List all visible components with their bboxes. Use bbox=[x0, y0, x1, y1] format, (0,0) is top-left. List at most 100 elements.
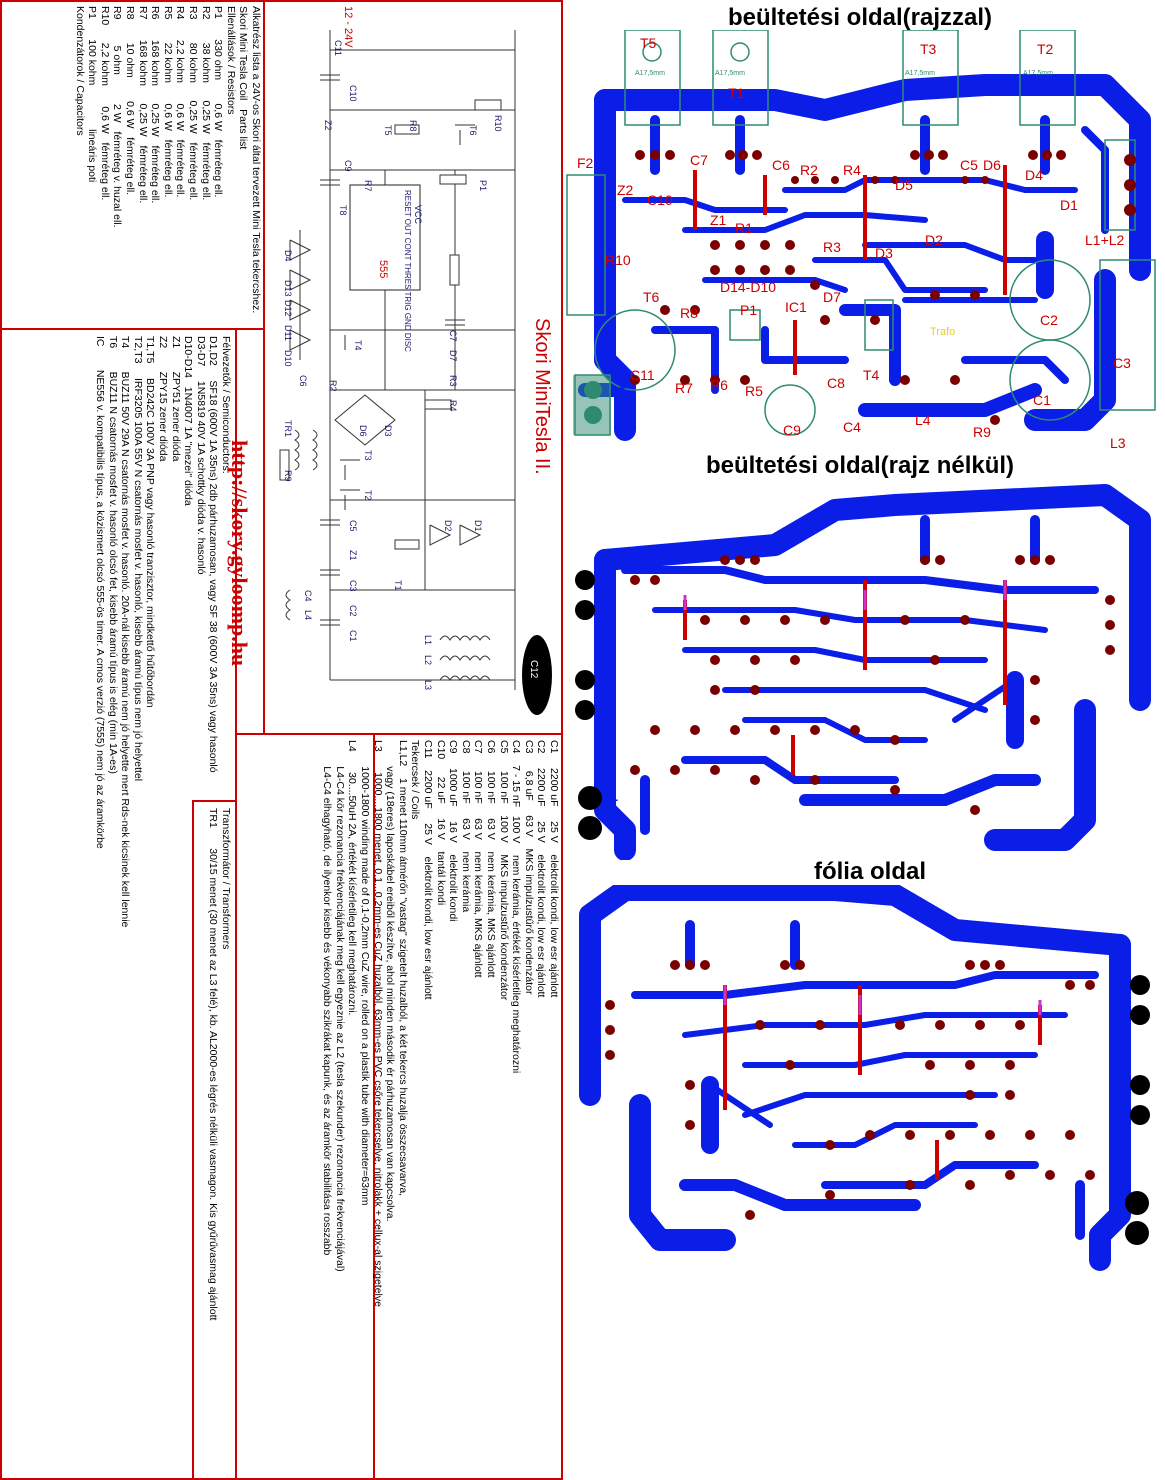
pcb-label-d6: D6 bbox=[983, 157, 1001, 173]
pcb-label-t1: T1 bbox=[728, 85, 745, 101]
label-d2: D2 bbox=[443, 520, 453, 532]
semis-row: Z1 ZPY51 zener dióda bbox=[169, 336, 182, 462]
cap-row: C5 100 nF 100 V MKS impulzustűrő kondenz… bbox=[497, 740, 510, 1001]
semis-row: IC NE556 v. kompatibilis típus, a közism… bbox=[94, 336, 107, 849]
semis-row: Z2 ZPY15 zener dióda bbox=[157, 336, 170, 462]
pcb-label-f2: F2 bbox=[577, 155, 594, 171]
pcb-label-t3: T3 bbox=[920, 41, 937, 57]
pcb-label-c1: C1 bbox=[1033, 392, 1051, 408]
pcb-title-with-drawing: beültetési oldal(rajzzal) bbox=[727, 4, 993, 31]
label-t1: T1 bbox=[393, 580, 403, 591]
resistors-title: Ellenállások / Resistors bbox=[224, 6, 237, 115]
pcb-label-c6: C6 bbox=[772, 157, 790, 173]
pcb-label-c4: C4 bbox=[843, 419, 861, 435]
pcb-label-c2: C2 bbox=[1040, 312, 1058, 328]
pcb-label-trafo: Trafo bbox=[930, 326, 955, 338]
label-t4: T4 bbox=[353, 340, 363, 351]
label-l2: L2 bbox=[423, 655, 433, 665]
label-d10: D10 bbox=[283, 350, 293, 367]
pcb-label-d14-d10: D14-D10 bbox=[720, 279, 776, 295]
heatsink-note-t2: A17,5mm bbox=[1023, 70, 1053, 77]
parts-list-header: Alkatrész lista a 24V-os Skori által ter… bbox=[73, 6, 262, 313]
label-d13: D13 bbox=[283, 280, 293, 297]
schematic-url: http://skory.gyloomp.hu bbox=[227, 440, 252, 667]
semis-row: T2,T3 IRF3205 100A 55V N csatornás mosfe… bbox=[131, 336, 144, 782]
coils-title: Tekercsek / Coils bbox=[409, 740, 422, 820]
pcb-label-r8: R8 bbox=[680, 305, 698, 321]
transformer-frame bbox=[192, 800, 237, 1480]
coil-row: vagy (18eres) laposkábel ereiből készítv… bbox=[384, 740, 397, 1222]
pcb-label-d3: D3 bbox=[875, 245, 893, 261]
pcb2-minus: - bbox=[610, 819, 615, 835]
pcb-label-t4: T4 bbox=[863, 367, 880, 383]
pcb-label-r3: R3 bbox=[823, 239, 841, 255]
label-t5: T5 bbox=[383, 125, 393, 136]
transformer-list: Transzformátor / Transformers TR1 30/15 … bbox=[207, 808, 232, 1320]
label-t8: T8 bbox=[338, 205, 348, 216]
pcb-label-r10: R10 bbox=[605, 252, 631, 268]
cap-row: C1 2200 uF 25 V elektrolit kondi, low es… bbox=[548, 740, 560, 998]
cap-row: C2 2200 uF 25 V elektrolit kondi, low es… bbox=[535, 740, 548, 998]
pcb-label-r4: R4 bbox=[843, 162, 861, 178]
pcb-label-r6: R6 bbox=[710, 377, 728, 393]
pcb-component-side-drawing: + - T5 T1 T3 T2 F2 C7 C6 R2 R4 C5 D6 D4 … bbox=[566, 30, 1156, 450]
pcb-label-r5: R5 bbox=[745, 383, 763, 399]
label-d6: D6 bbox=[358, 425, 368, 437]
pcb-label-p1: P1 bbox=[740, 302, 757, 318]
pcb-pads bbox=[630, 150, 1136, 425]
pcb-label-d1: D1 bbox=[1060, 197, 1078, 213]
pcb-label-ic1: IC1 bbox=[785, 299, 807, 315]
resistor-row: R6 168 kohm 0,25 W fémréteg ell. bbox=[149, 6, 162, 204]
label-d1: D1 bbox=[473, 520, 483, 532]
resistor-row: R10 2,2 kohm 0,6 W fémréteg ell. bbox=[98, 6, 111, 201]
pcb-label-l3: L3 bbox=[1110, 435, 1126, 450]
label-z1: Z1 bbox=[348, 550, 358, 561]
resistor-row: R5 22 kohm 0,6 W fémréteg ell. bbox=[161, 6, 174, 198]
heatsink-note-t3: A17,5mm bbox=[905, 70, 935, 77]
header-line-1: Alkatrész lista a 24V-os Skori által ter… bbox=[250, 6, 262, 314]
pcb-title-without-drawing: beültetési oldal(rajz nélkül) bbox=[705, 452, 1015, 479]
semis-row: T4 BUZ11 50V 29A N csatornás mosfet v. h… bbox=[119, 336, 132, 928]
pcb2-plus: + bbox=[610, 792, 618, 808]
pcb-label-z2: Z2 bbox=[617, 182, 634, 198]
pcb-label-r2: R2 bbox=[800, 162, 818, 178]
pcb-component-side-plain: + - bbox=[575, 484, 1151, 860]
resistor-row: R9 5 ohm 2 W fémréteg v. huzal ell. bbox=[111, 6, 124, 228]
label-z2: Z2 bbox=[323, 120, 333, 131]
pcb-label-r7: R7 bbox=[675, 380, 693, 396]
transformer-title: Transzformátor / Transformers bbox=[220, 808, 232, 950]
resistor-row: R8 10 ohm 0,6 W fémréteg ell. bbox=[124, 6, 137, 196]
coil-row: 1000-1800 winding made of 0,1-0,2mm CuZ … bbox=[359, 740, 372, 1206]
semis-row: D10-D14 1N4007 1A "mezei" dióda bbox=[182, 336, 195, 506]
label-t2: T2 bbox=[363, 490, 373, 501]
pcb-label-t2: T2 bbox=[1037, 41, 1054, 57]
label-r4: R4 bbox=[448, 400, 458, 412]
pcb-label-r9: R9 bbox=[973, 424, 991, 440]
label-c4: C4 bbox=[303, 590, 313, 602]
pcb-label-c9: C9 bbox=[783, 422, 801, 438]
pcb-label-l1l2: L1+L2 bbox=[1085, 232, 1125, 248]
pcb-label-c10: C10 bbox=[647, 192, 673, 208]
caps-coils-list: C1 2200 uF 25 V elektrolit kondi, low es… bbox=[321, 740, 560, 1307]
semis-row: T1,T5 BD242C 100V 3A PNP vagy hasonló tr… bbox=[144, 336, 157, 708]
pcb3-plus: + bbox=[1111, 1197, 1119, 1213]
label-c2: C2 bbox=[348, 605, 358, 617]
ic-vcc-label: VCC bbox=[413, 205, 423, 225]
label-d7: D7 bbox=[448, 350, 458, 362]
label-t3: T3 bbox=[363, 450, 373, 461]
resistor-row: R3 80 kohm 0,25 W fémréteg ell. bbox=[187, 6, 200, 201]
label-c11: C11 bbox=[333, 40, 343, 56]
cap-row: C9 1000 uF 16 V elektrolit kondi bbox=[447, 740, 460, 922]
label-c5: C5 bbox=[348, 520, 358, 532]
label-c6: C6 bbox=[298, 375, 308, 387]
pcb-label-c5: C5 bbox=[960, 157, 978, 173]
pcb-label-c8: C8 bbox=[827, 375, 845, 391]
semis-row: T6 BUZ11 N csatornás mosfet v. hasonló o… bbox=[106, 336, 119, 774]
label-d3: D3 bbox=[383, 425, 393, 437]
label-d12: D12 bbox=[283, 300, 293, 317]
pcb-label-d2: D2 bbox=[925, 232, 943, 248]
pcb1-minus: - bbox=[617, 405, 622, 421]
label-p1: P1 bbox=[478, 180, 488, 191]
pcb-label-t6: T6 bbox=[643, 289, 660, 305]
label-c12: C12 bbox=[528, 660, 539, 679]
